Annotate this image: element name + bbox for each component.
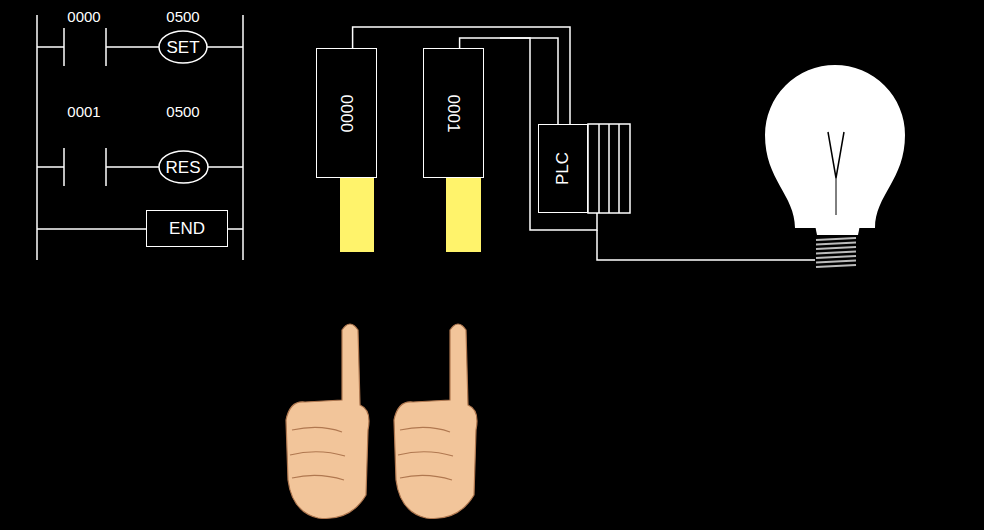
terminal-strip [588, 124, 630, 213]
reset-coil: RES [158, 150, 209, 184]
node-text: END [169, 220, 205, 237]
node-text: RES [166, 159, 201, 176]
pointing-hand [286, 324, 477, 519]
node-text: SET [166, 39, 199, 56]
switch-button [446, 178, 481, 252]
node-text: 0000 [338, 94, 355, 132]
address-label: 0500 [166, 104, 199, 119]
end-instruction: END [146, 210, 228, 247]
set-coil: SET [158, 30, 208, 64]
address-label: 0001 [67, 104, 100, 119]
switch-box: 0000 [316, 48, 377, 178]
switch-button [340, 178, 374, 252]
node-text: PLC [554, 152, 571, 185]
address-label: 0500 [166, 9, 199, 24]
plc-box: PLC [538, 124, 588, 213]
address-label: 0000 [67, 9, 100, 24]
node-text: 0001 [445, 94, 462, 132]
ladder-diagram [37, 15, 243, 260]
light-bulb [765, 65, 905, 267]
switch-box: 0001 [423, 48, 484, 178]
